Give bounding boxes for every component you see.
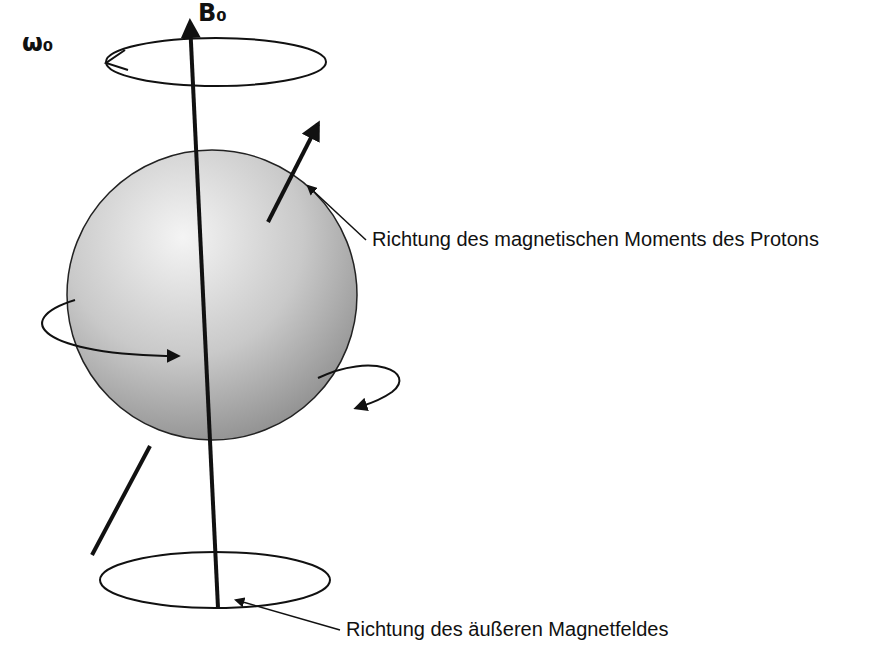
leader-line [236, 600, 340, 630]
field-axis [190, 22, 218, 608]
precession-orbit [106, 38, 326, 86]
spin-arrow [42, 300, 178, 356]
spacer [35, 330, 70, 365]
moment-axis [92, 446, 150, 555]
moment-arrow [268, 124, 318, 222]
field-symbol: B₀ [198, 0, 227, 28]
proton-sphere [67, 150, 357, 440]
spin-arrow [318, 366, 399, 408]
leader-line [308, 186, 366, 240]
frequency-symbol: ω₀ [22, 30, 53, 58]
annotation-label: Richtung des magnetischen Moments des Pr… [372, 228, 819, 251]
annotation-label: Richtung des äußeren Magnetfeldes [346, 618, 668, 641]
orbit-arrow [106, 50, 128, 70]
